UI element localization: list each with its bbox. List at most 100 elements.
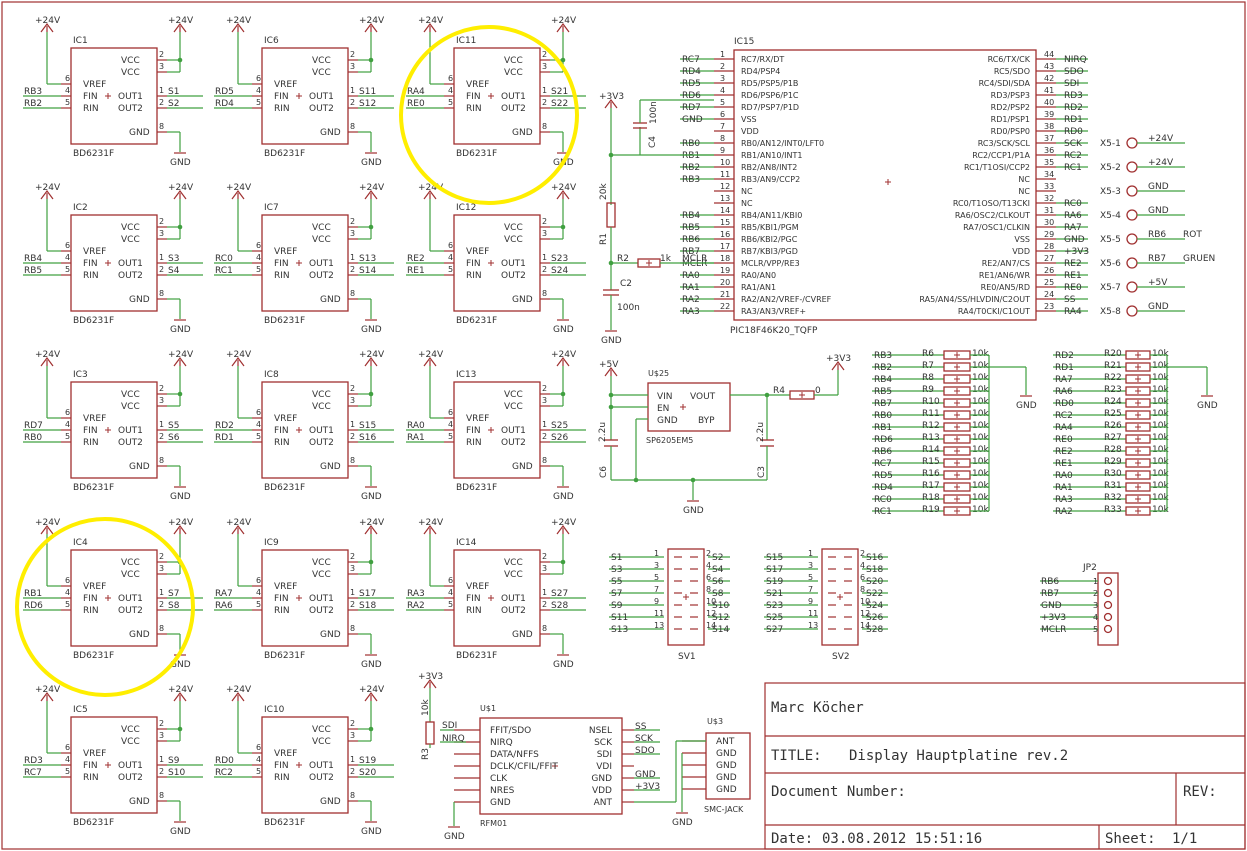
pin-name: GND (512, 462, 533, 472)
pin-number: 3 (542, 229, 547, 238)
highlight-circle-ic11 (399, 25, 579, 205)
net-label: S25 (766, 613, 783, 623)
pin-name: RA3/AN3/VREF+ (741, 307, 806, 316)
supply-arrow-icon (40, 190, 54, 200)
pin-name: OUT1 (309, 259, 334, 269)
title-block-frame (764, 682, 1246, 850)
ground-label: GND (672, 818, 693, 828)
pin-name: VCC (312, 390, 331, 400)
pin-number: 8 (542, 456, 547, 465)
resistor-name: R11 (922, 409, 940, 419)
pin-name: OUT1 (118, 259, 143, 269)
pin-number: 32 (1044, 194, 1054, 203)
ground-label: GND (601, 336, 622, 346)
junction-dot (368, 57, 374, 63)
pin-name: NSEL (589, 726, 612, 736)
net-label: S26 (866, 613, 883, 623)
pin-number: 2 (542, 552, 547, 561)
pin-number: 3 (350, 731, 355, 740)
connector-pin-name: X5-8 (1100, 307, 1121, 317)
pin-number: 4 (65, 755, 70, 764)
net-label: RC7 (24, 768, 42, 778)
pin-number: 21 (720, 290, 730, 299)
pin-number: 1 (654, 549, 659, 558)
pin-number: 8 (159, 289, 164, 298)
ground-label: GND (170, 158, 191, 168)
supply-label: +24V (551, 350, 577, 360)
pin-number: 3 (159, 731, 164, 740)
net-label: RB2 (874, 363, 892, 373)
author-text: Marc Köcher (771, 700, 864, 716)
title-block: Marc Köcher TITLE: Display Hauptplatine … (764, 682, 1246, 850)
pin-name: OUT2 (118, 773, 143, 783)
pin-name: CLK (490, 774, 508, 784)
net-label: RA0 (682, 271, 700, 281)
pin-name: RA6/OSC2/CLKOUT (955, 211, 1030, 220)
pin-number: 1 (159, 253, 164, 262)
ground-label: GND (444, 832, 465, 842)
net-label: +24V (1148, 158, 1174, 168)
net-label: RA4 (407, 87, 425, 97)
pin-number: 2 (542, 98, 547, 107)
pin-name: VCC (312, 570, 331, 580)
net-label: MCLR (1041, 625, 1066, 635)
net-label: RC2 (215, 768, 233, 778)
supply-label: +24V (168, 518, 194, 528)
pin-number: 9 (808, 597, 813, 606)
jp2-pin-icon (1103, 576, 1113, 586)
pin-name: RIN (274, 606, 290, 616)
pin-number: 4 (256, 755, 261, 764)
pin-number: 8 (350, 791, 355, 800)
regulator-part: SP6205EM5 (646, 436, 693, 445)
junction-dot (608, 392, 614, 398)
junction-dot (368, 224, 374, 230)
net-label: S21 (551, 87, 568, 97)
mcu-name: IC15 (734, 37, 754, 47)
pin-name: OUT1 (309, 92, 334, 102)
pin-number: 5 (256, 265, 261, 274)
net-label: RA6 (1064, 211, 1082, 221)
driver-chip-ic2: IC2BD6231FVCCVCCVREFFINRINOUT1OUT2GND645… (23, 183, 203, 335)
net-label: S24 (866, 601, 883, 611)
jack-body (705, 732, 751, 800)
chip-part: BD6231F (264, 316, 305, 326)
pin-name: FIN (83, 259, 98, 269)
supply-arrow-icon (231, 357, 245, 367)
pin-number: 36 (1044, 146, 1054, 155)
chip-part: BD6231F (456, 149, 497, 159)
net-label: SDI (1064, 79, 1079, 89)
pin-number: 2 (350, 98, 355, 107)
net-label: RB4 (874, 375, 892, 385)
net-label: RC2 (1055, 411, 1073, 421)
pin-number: 5 (448, 265, 453, 274)
pin-name: RB5/KBI1/PGM (741, 223, 799, 232)
resistor-name: R9 (922, 385, 934, 395)
pin-number: 4 (65, 588, 70, 597)
pin-name: RB6/KBI2/PGC (741, 235, 798, 244)
connector-terminal-icon (1126, 185, 1138, 197)
pin-number: 18 (720, 254, 730, 263)
chip-part: BD6231F (73, 149, 114, 159)
net-label: S13 (359, 254, 376, 264)
junction-dot (608, 152, 614, 158)
net-label: S16 (866, 553, 883, 563)
resistor-name: R17 (922, 481, 940, 491)
pin-number: 1 (350, 755, 355, 764)
driver-chip-ic6: IC6BD6231FVCCVCCVREFFINRINOUT1OUT2GND645… (214, 16, 394, 168)
pin-name: RC5/SDO (994, 67, 1030, 76)
resistor-value: 10k (1152, 349, 1169, 359)
net-label: RD2 (215, 421, 234, 431)
pin-number: 1 (159, 420, 164, 429)
connector-terminal-icon (1126, 257, 1138, 269)
ground-label: GND (1197, 401, 1218, 411)
pin-number: 6 (256, 74, 261, 83)
junction-dot (368, 726, 374, 732)
supply-arrow-icon (40, 23, 54, 33)
pin-name: RIN (466, 271, 482, 281)
ground-label: GND (170, 492, 191, 502)
pin-name: VCC (504, 235, 523, 245)
net-label: SCK (635, 734, 654, 744)
pin-number: 40 (1044, 98, 1054, 107)
